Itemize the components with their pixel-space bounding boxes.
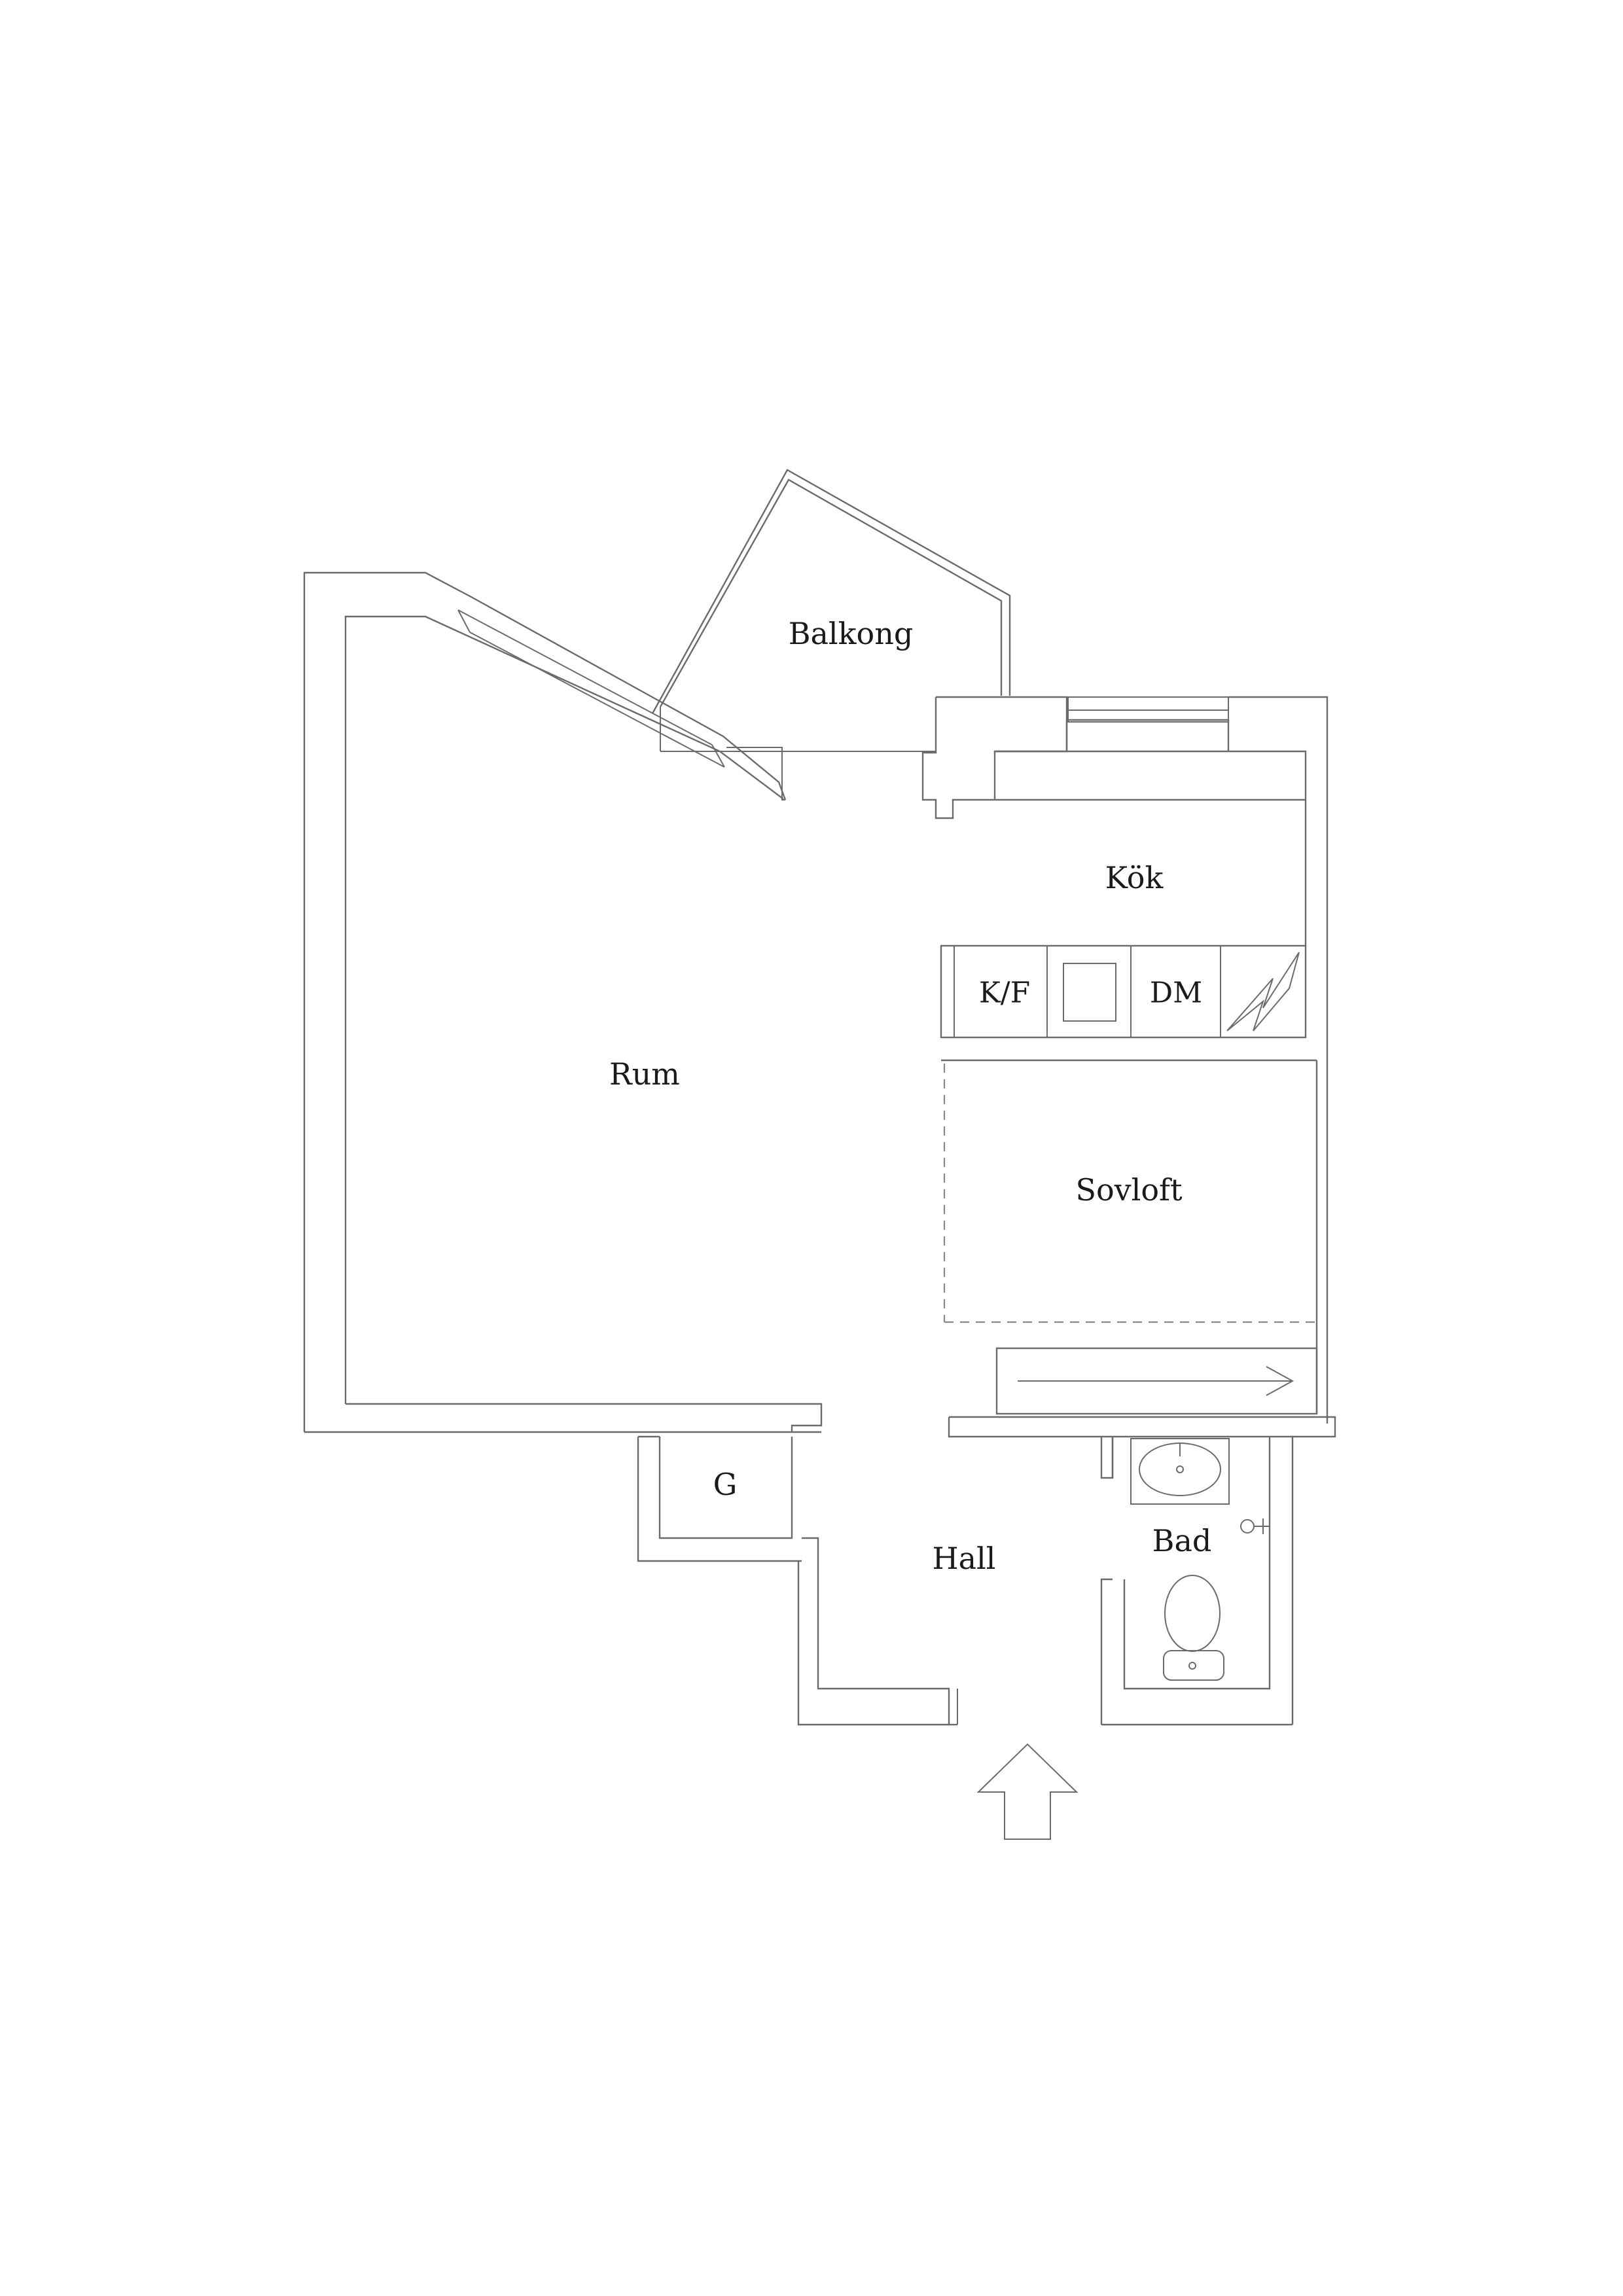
label-bad: Bad: [1152, 1523, 1212, 1558]
label-sovloft: Sovloft: [1075, 1172, 1183, 1208]
label-kok: Kök: [1105, 860, 1164, 895]
outer-walls: [303, 571, 1329, 1433]
lower-walls: [637, 1416, 1336, 1726]
toilet-icon: [1163, 1575, 1224, 1681]
label-kf: K/F: [979, 977, 1030, 1010]
label-rum: Rum: [609, 1056, 680, 1092]
label-hall: Hall: [933, 1541, 996, 1576]
label-dm: DM: [1150, 977, 1202, 1010]
stove-icon: [1063, 963, 1116, 1022]
electrical-panel-icon: [1226, 952, 1300, 1031]
stairs: [995, 1347, 1318, 1415]
label-g: G: [713, 1467, 738, 1502]
entrance-arrow-icon: [976, 1743, 1079, 1840]
stairs-arrow-icon: [1018, 1366, 1294, 1396]
sink-icon: [1130, 1438, 1230, 1505]
kitchen-counter: [940, 944, 1307, 1039]
balcony: [651, 469, 1011, 752]
shower-icon: [1240, 1518, 1270, 1534]
label-balkong: Balkong: [789, 616, 914, 651]
bathroom-fixtures: [1130, 1438, 1270, 1681]
